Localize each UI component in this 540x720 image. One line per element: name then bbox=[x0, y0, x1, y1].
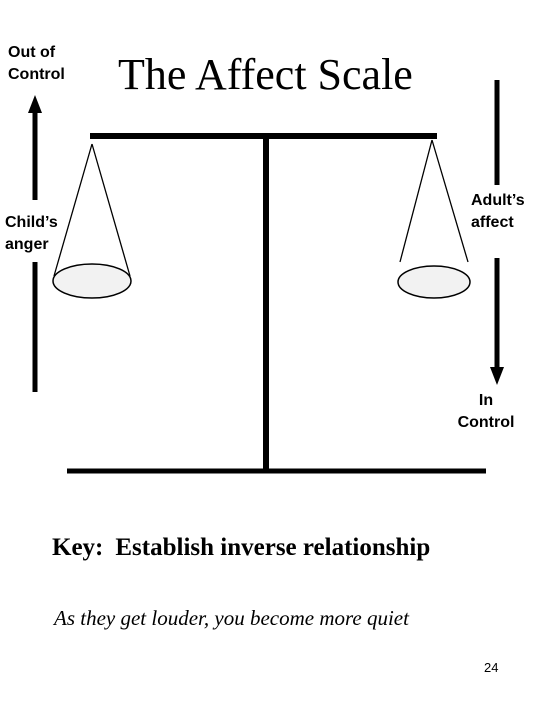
left-top-label-line1: Out of bbox=[8, 44, 56, 61]
right-bottom-label: In Control bbox=[450, 390, 522, 434]
right-middle-label: Adult’s affect bbox=[471, 190, 525, 234]
right-pan bbox=[397, 265, 471, 299]
left-middle-label-line1: Child’s bbox=[5, 214, 58, 231]
left-middle-label-line2: anger bbox=[5, 236, 49, 253]
left-middle-label: Child’s anger bbox=[5, 212, 58, 256]
right-arrow-head bbox=[490, 367, 504, 385]
right-bottom-label-line2: Control bbox=[457, 414, 515, 431]
key-prefix: Key: bbox=[52, 534, 104, 561]
right-bottom-label-line1: In bbox=[478, 392, 494, 409]
key-text: Establish inverse relationship bbox=[115, 534, 431, 561]
right-middle-label-line1: Adult’s bbox=[471, 192, 525, 209]
page-title: The Affect Scale bbox=[118, 50, 413, 99]
left-pan-string-right bbox=[91, 143, 131, 277]
inverse-note: As they get louder, you become more quie… bbox=[54, 606, 409, 630]
left-top-label-line2: Control bbox=[8, 66, 65, 83]
left-top-label: Out of Control bbox=[8, 42, 65, 86]
key-line: Key: Establish inverse relationship bbox=[52, 534, 430, 562]
left-pan bbox=[52, 263, 132, 299]
right-pan-string-left bbox=[399, 139, 433, 263]
left-pan-string-left bbox=[53, 143, 93, 277]
right-pan-string-right bbox=[431, 139, 469, 263]
page-number: 24 bbox=[484, 660, 499, 675]
left-arrow-head bbox=[28, 95, 42, 113]
right-middle-label-line2: affect bbox=[471, 214, 514, 231]
